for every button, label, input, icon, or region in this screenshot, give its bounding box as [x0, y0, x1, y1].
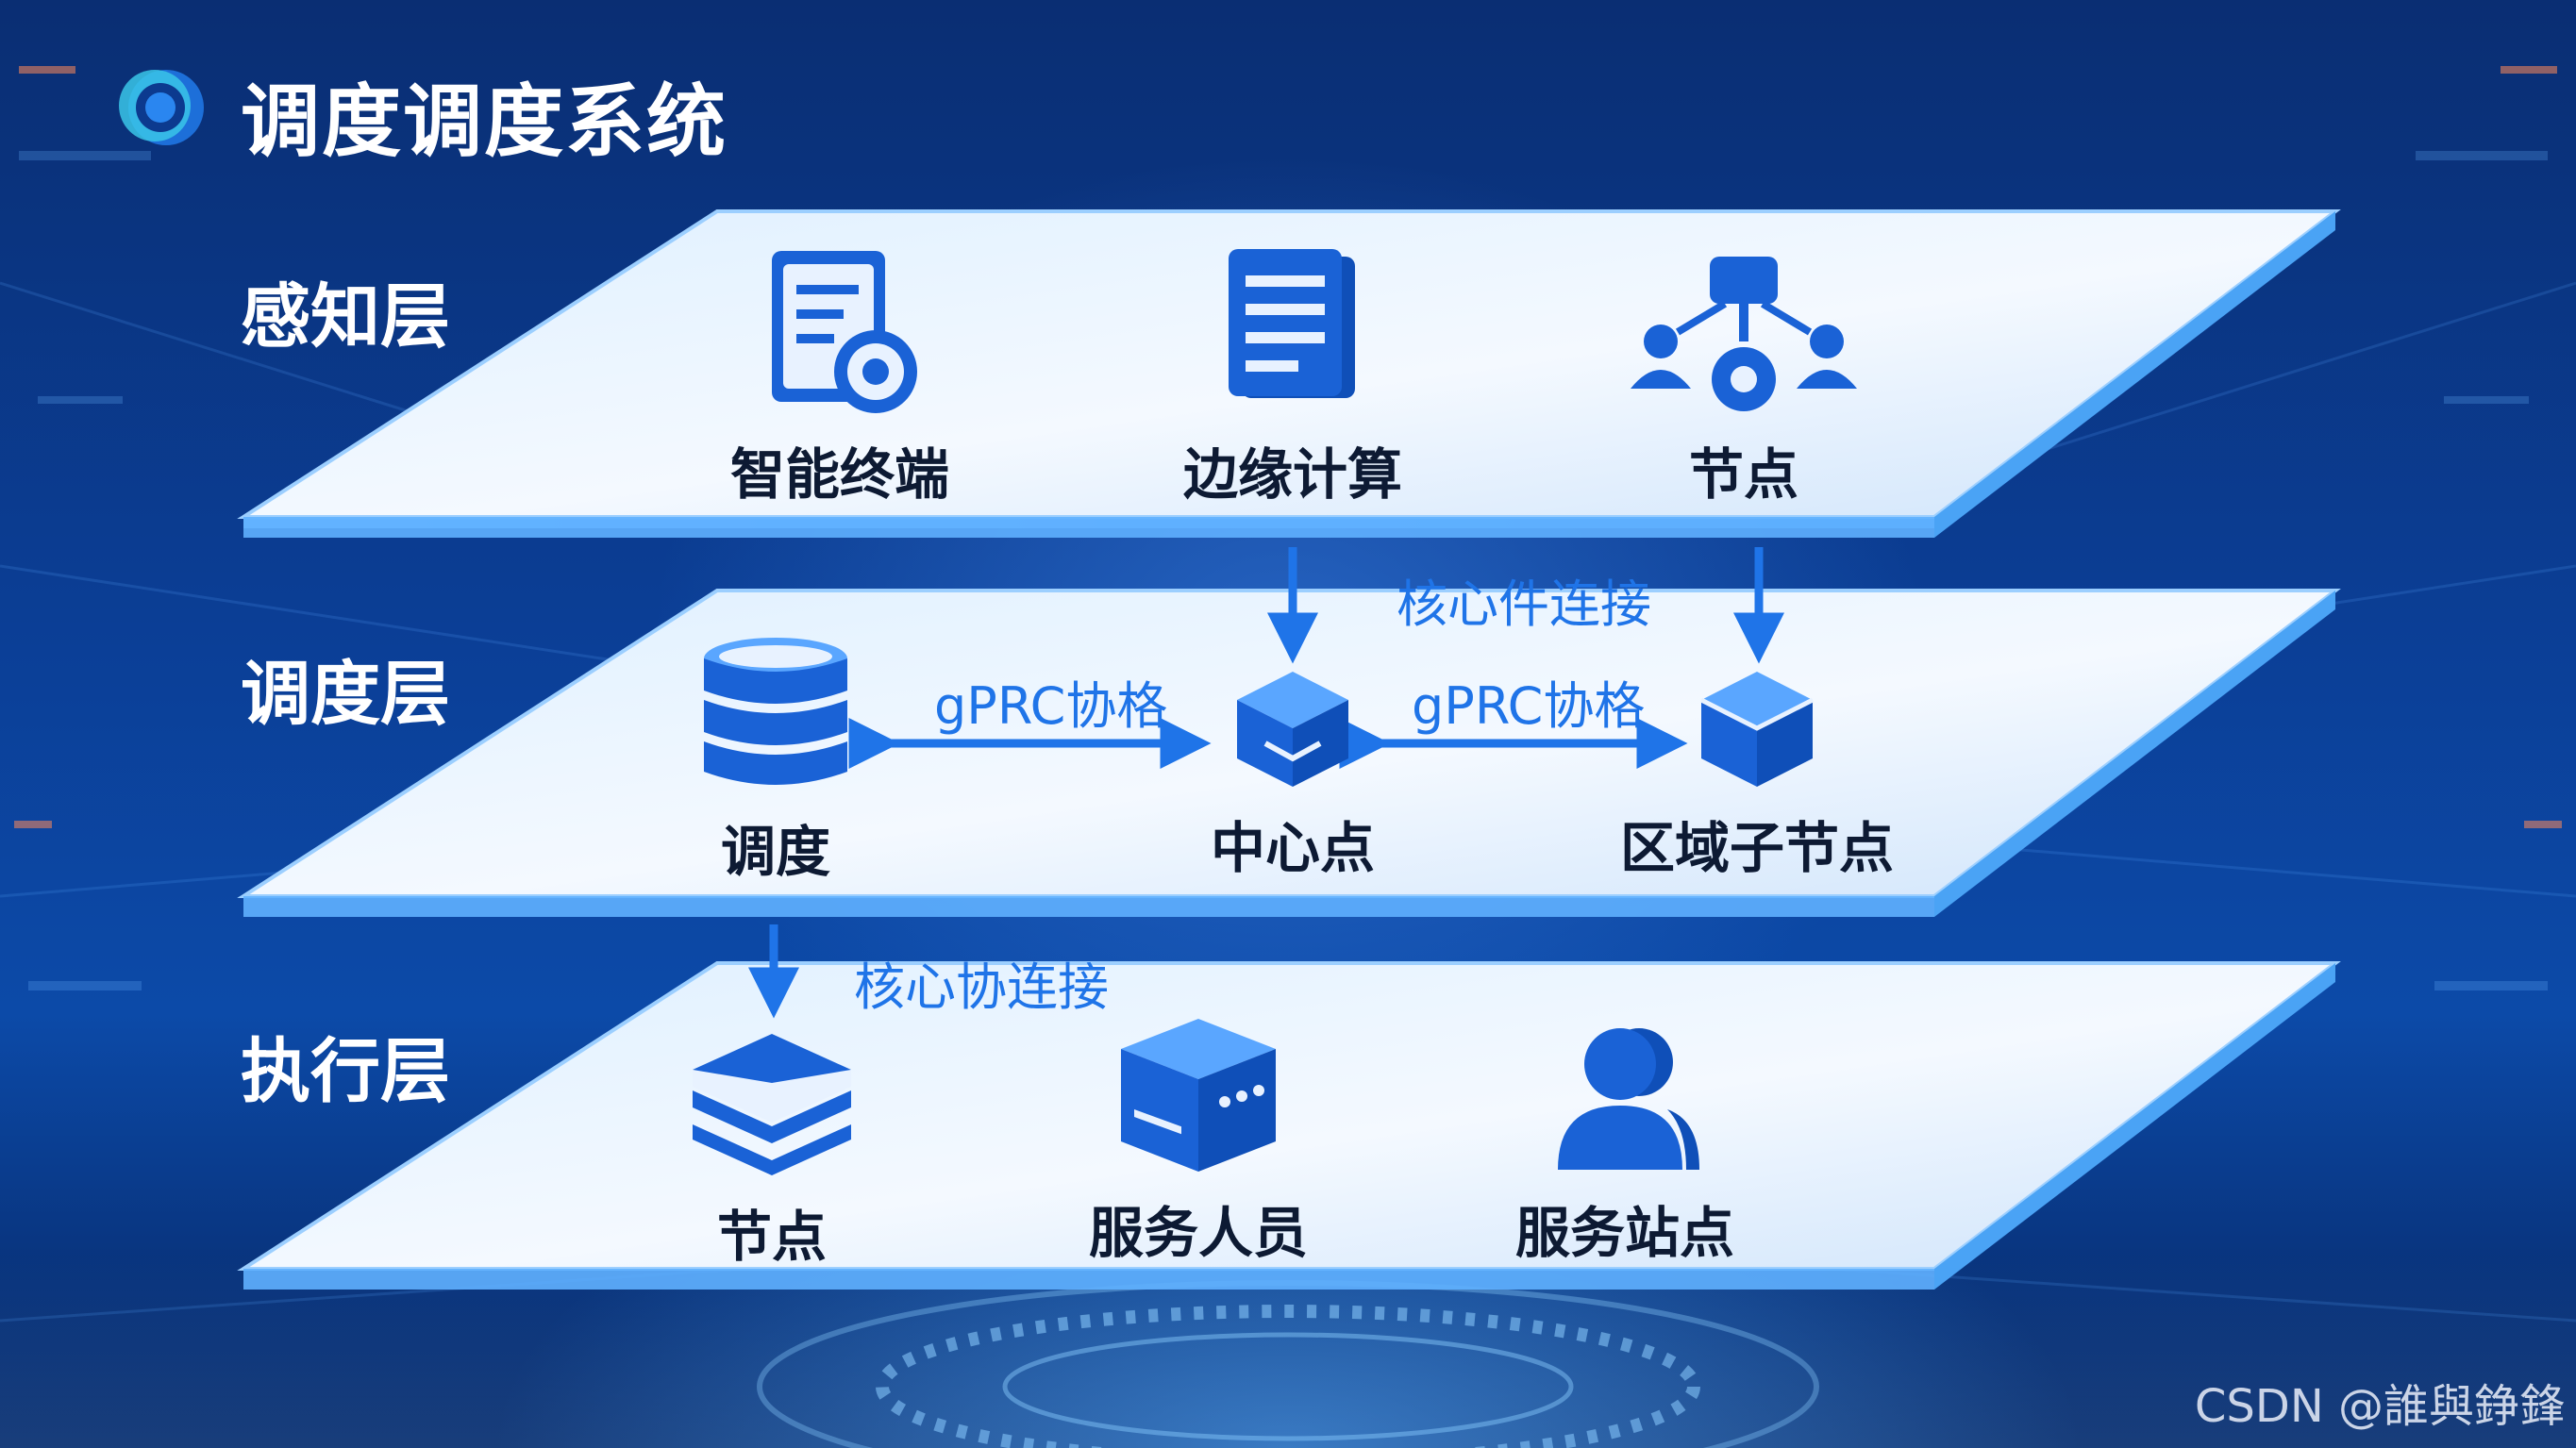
node-smart-terminal: 智能终端	[670, 247, 1010, 509]
node-edge-compute: 边缘计算	[1123, 247, 1463, 509]
node-service-staff: 服务人员	[1029, 1015, 1368, 1268]
node-label: 智能终端	[729, 442, 949, 507]
node-service-station: 服务站点	[1455, 1015, 1795, 1268]
edge-label-core-link: 核心件连接	[1397, 574, 1651, 634]
watermark: CSDN @誰與錚鋒	[2194, 1380, 2565, 1433]
layers-icon	[693, 1034, 851, 1175]
edge-label-grpc-left: gPRC协格	[934, 676, 1168, 736]
network-people-icon	[1631, 257, 1857, 411]
cube-icon	[1237, 672, 1348, 787]
edge-label-grpc-right: gPRC协格	[1412, 676, 1646, 736]
document-gear-icon	[772, 251, 917, 413]
node-label: 区域子节点	[1619, 816, 1894, 880]
node-label: 节点	[716, 1205, 827, 1269]
node-label: 服务站点	[1514, 1201, 1734, 1265]
edge-label-core-coop-link: 核心协连接	[854, 957, 1109, 1017]
cube-icon	[1699, 672, 1815, 787]
node-label: 调度	[720, 820, 830, 884]
layer-label-dispatch: 调度层	[241, 654, 450, 735]
page-title: 调度调度系统	[241, 75, 728, 168]
user-icon	[1558, 1028, 1699, 1170]
node-exec-node: 节点	[602, 1028, 942, 1272]
server-box-icon	[1121, 1019, 1276, 1172]
node-label: 中心点	[1210, 816, 1375, 880]
node-dispatch: 调度	[606, 634, 945, 887]
node-regional: 区域子节点	[1587, 668, 1927, 883]
logo-icon	[119, 70, 204, 145]
document-stack-icon	[1229, 249, 1355, 398]
node-center: 中心点	[1123, 668, 1463, 883]
node-label: 边缘计算	[1182, 442, 1402, 507]
layer-label-perception: 感知层	[241, 276, 450, 358]
node-label: 服务人员	[1088, 1201, 1308, 1265]
layer-label-execution: 执行层	[241, 1031, 450, 1112]
node-label: 节点	[1688, 442, 1798, 507]
database-icon	[704, 638, 847, 785]
node-perception-node: 节点	[1574, 247, 1914, 509]
